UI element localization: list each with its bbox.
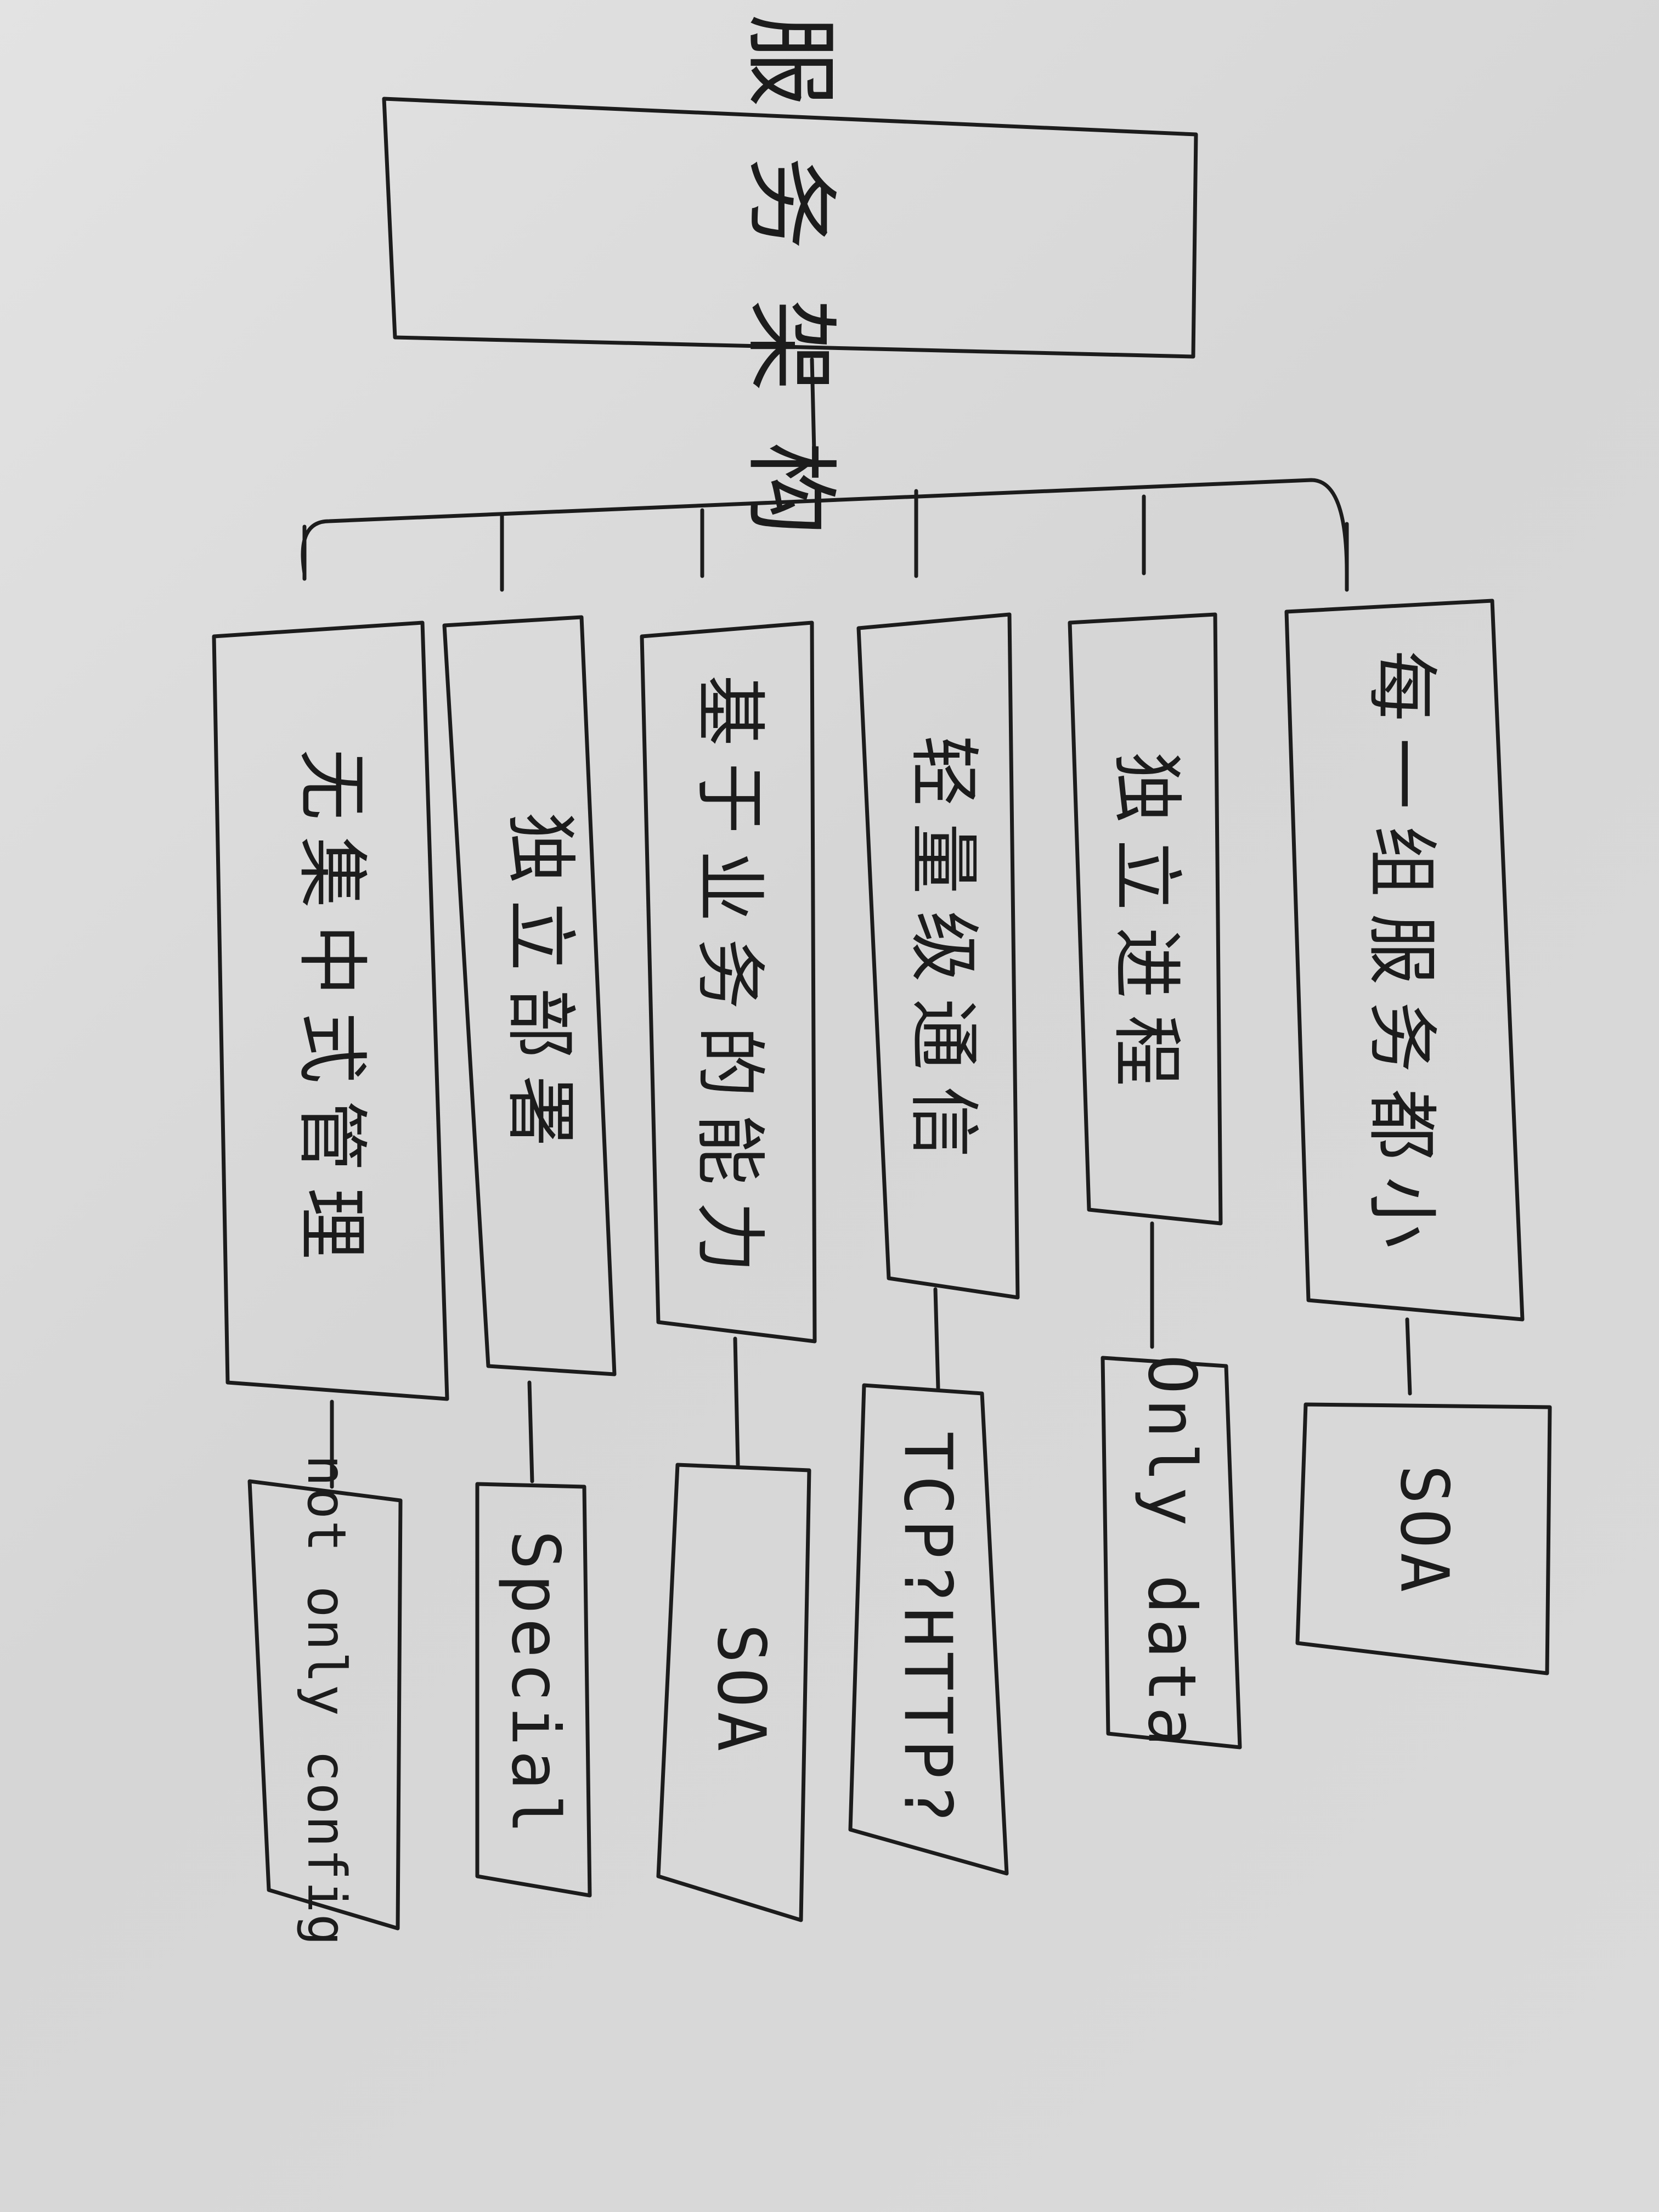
branch-link-1 [1405, 1317, 1412, 1396]
leaf-box-1 [1295, 1402, 1552, 1675]
leaf-label-6: not only config [296, 1455, 357, 1947]
branch-label-2: 独立进程 [1105, 752, 1188, 1103]
leaf-box-5 [475, 1482, 592, 1898]
branch-link-5 [527, 1380, 534, 1483]
root-label: 微服务架构 [736, 0, 844, 584]
branch-label-4: 基于业务的能力 [688, 675, 771, 1289]
branch-node-5: 独立部署 Special [442, 615, 617, 1898]
leaf-box-4 [656, 1463, 811, 1922]
leaf-box-6 [247, 1479, 403, 1931]
branch-label-3: 轻量级通信 [902, 735, 985, 1174]
leaf-label-5: Special [497, 1530, 573, 1838]
leaf-label-3: TCP?HTTP? [889, 1431, 966, 1827]
leaf-label-4: SOA [703, 1624, 779, 1756]
leaf-box-3 [848, 1383, 1009, 1876]
branch-node-2: 独立进程 Only data [1068, 612, 1242, 1751]
branch-node-6: 无集中式管理 not only config [212, 620, 449, 1947]
branch-link-4 [733, 1336, 740, 1467]
leaf-box-2 [1101, 1356, 1242, 1750]
root-connector [810, 357, 817, 477]
leaf-label-2: Only data [1133, 1355, 1210, 1751]
branch-label-6: 无集中式管理 [290, 749, 374, 1276]
branch-label-1: 每一组服务都小 [1360, 650, 1443, 1265]
leaf-label-1: SOA [1386, 1465, 1462, 1597]
branch-label-5: 独立部署 [499, 812, 582, 1163]
branch-node-4: 基于业务的能力 SOA [640, 620, 817, 1922]
branch-node-3: 轻量级通信 TCP?HTTP? [848, 612, 1020, 1876]
branch-node-1: 每一组服务都小 SOA [1284, 599, 1552, 1675]
root-node: 微服务架构 [382, 0, 1198, 584]
branch-link-3 [933, 1287, 940, 1390]
